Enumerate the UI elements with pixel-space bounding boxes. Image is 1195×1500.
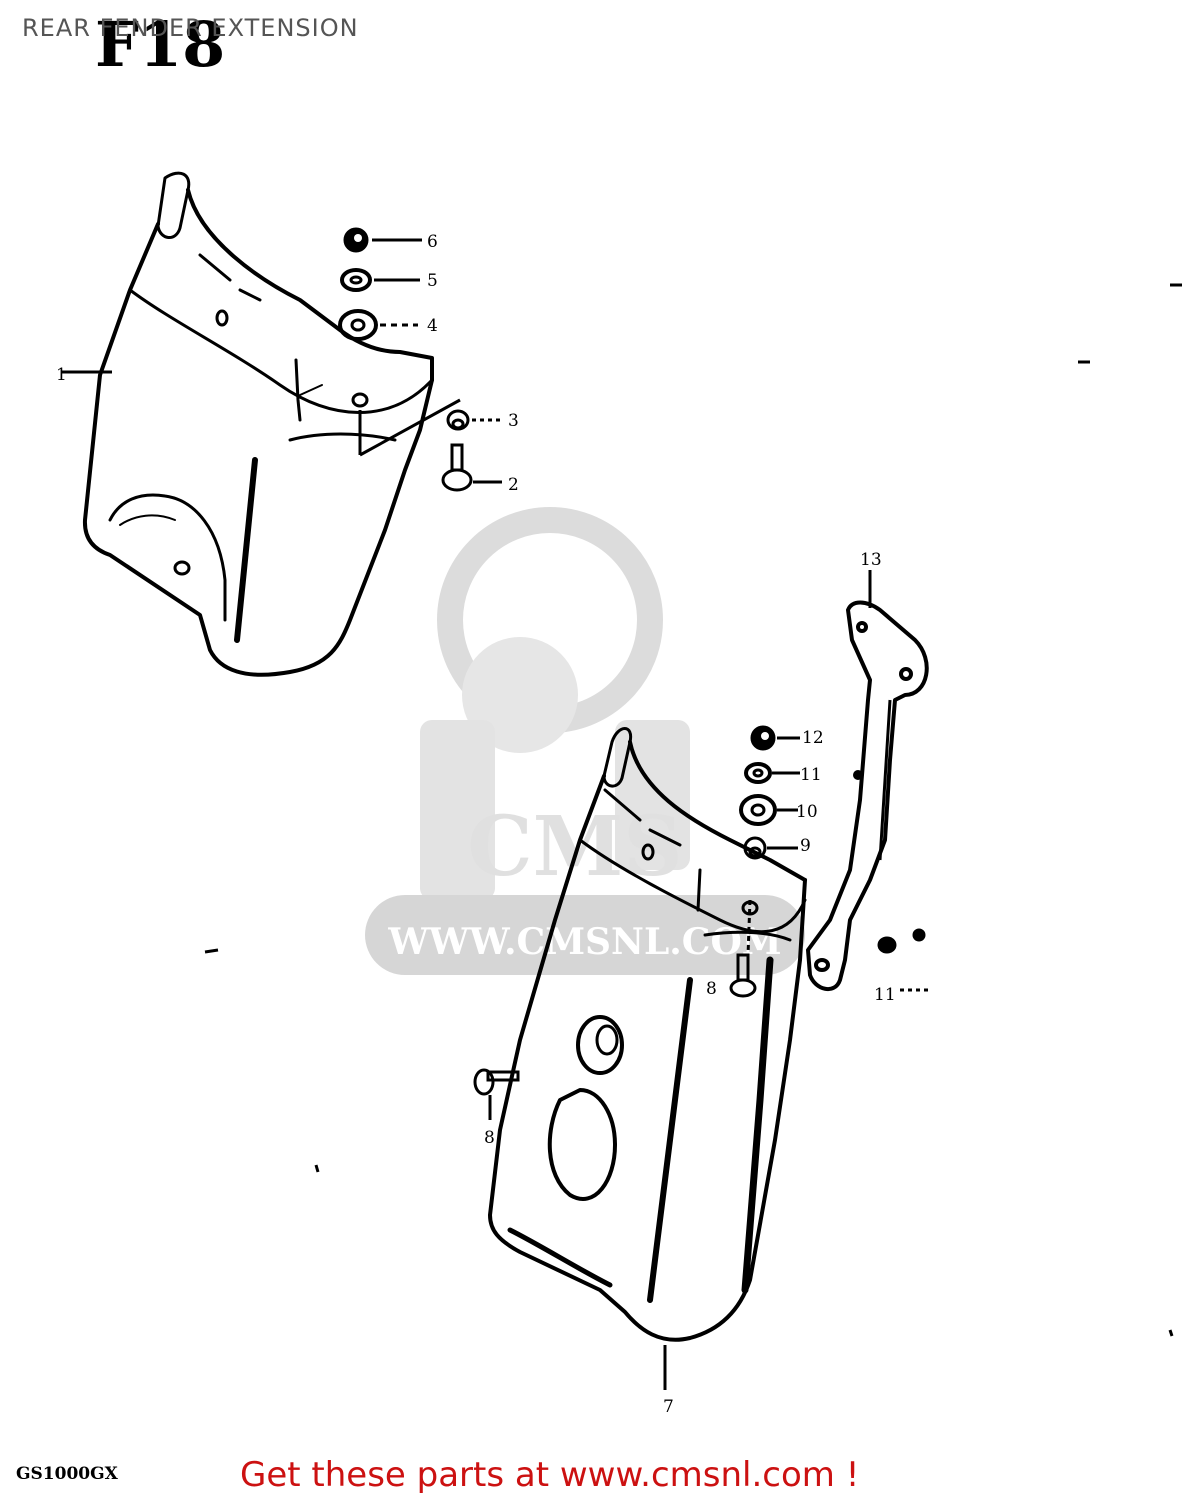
callout-4: 4 bbox=[427, 316, 438, 336]
callout-5: 5 bbox=[427, 271, 438, 291]
bolt-icon bbox=[441, 443, 473, 492]
screw-icon bbox=[473, 1068, 520, 1096]
callout-10: 10 bbox=[796, 802, 818, 822]
nut-icon bbox=[750, 725, 776, 751]
callout-2: 2 bbox=[508, 475, 519, 495]
watermark-brand: CMS bbox=[467, 799, 682, 895]
grommet-icon bbox=[446, 409, 470, 431]
callout-13: 13 bbox=[860, 550, 882, 570]
callout-3: 3 bbox=[508, 411, 519, 431]
scan-marks bbox=[204, 283, 1182, 1337]
spring-washer-icon bbox=[744, 762, 772, 784]
hardware-stack-upper bbox=[62, 227, 502, 492]
callout-11b: 11 bbox=[874, 985, 896, 1005]
page-title: REAR FENDER EXTENSION bbox=[22, 14, 359, 42]
nut-icon bbox=[343, 227, 369, 253]
callout-6: 6 bbox=[427, 232, 438, 252]
fender-extension-upper bbox=[82, 171, 434, 677]
screw-icon bbox=[729, 953, 757, 998]
mounting-bracket bbox=[806, 600, 929, 991]
callout-8a: 8 bbox=[484, 1128, 495, 1148]
nut-icon bbox=[877, 928, 926, 954]
watermark-url: WWW.CMSNL.COM bbox=[387, 921, 781, 963]
spring-washer-icon bbox=[340, 268, 372, 292]
cms-watermark: CMS WWW.CMSNL.COM bbox=[365, 507, 805, 975]
hardware-stack-lower bbox=[473, 570, 930, 1390]
callout-9: 9 bbox=[800, 836, 811, 856]
callout-8b: 8 bbox=[706, 979, 717, 999]
callout-1: 1 bbox=[56, 365, 67, 385]
flat-washer-icon bbox=[739, 794, 777, 826]
callout-12: 12 bbox=[802, 728, 824, 748]
promo-link[interactable]: Get these parts at www.cmsnl.com ! bbox=[240, 1455, 860, 1495]
callout-7: 7 bbox=[663, 1397, 674, 1417]
grommet-icon bbox=[743, 836, 767, 860]
section-code: F18 bbox=[95, 8, 225, 81]
callout-labels: 1 2 3 4 5 6 7 8 8 9 10 11 11 12 13 bbox=[56, 232, 896, 1417]
flat-washer-icon bbox=[338, 309, 378, 341]
model-code: GS1000GX bbox=[16, 1464, 118, 1484]
callout-11a: 11 bbox=[800, 765, 822, 785]
